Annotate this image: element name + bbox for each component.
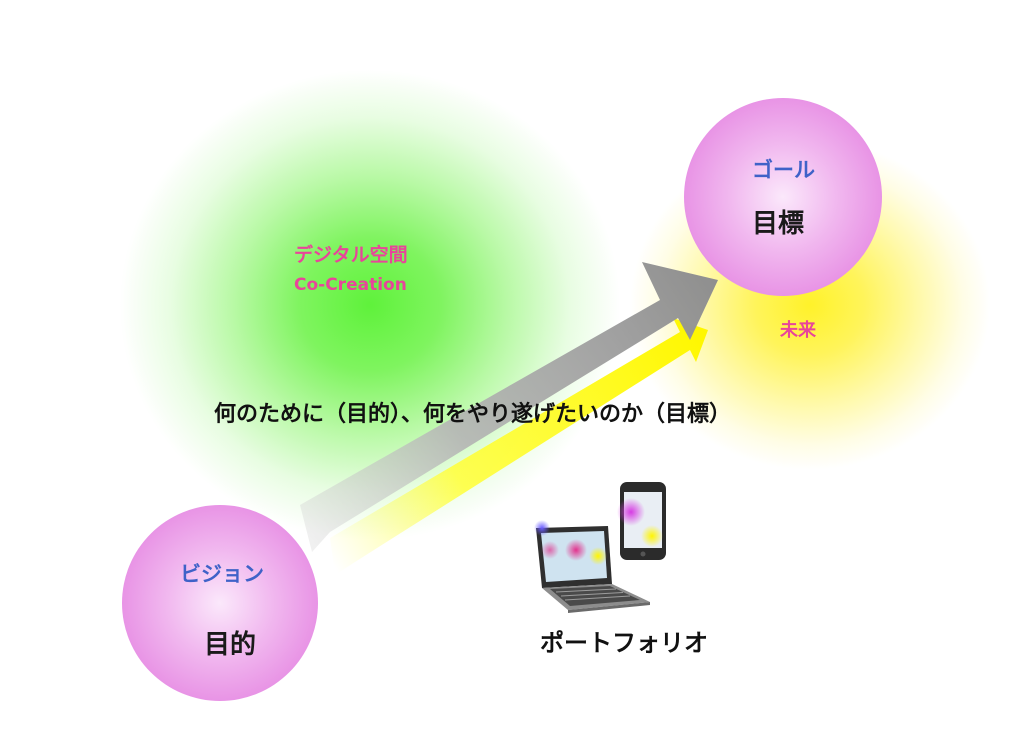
goal-sphere (684, 98, 882, 296)
digital-space-sublabel: Co-Creation (294, 275, 407, 295)
central-caption: 何のために（目的）、何をやり遂げたいのか（目標） (214, 402, 732, 427)
vision-title: ビジョン (180, 562, 264, 586)
goal-subtitle: 目標 (752, 209, 805, 239)
future-label: 未来 (780, 320, 816, 341)
gray-main-arrow (300, 262, 718, 552)
vision-sphere (122, 505, 318, 701)
yellow-shadow-arrow (330, 318, 708, 575)
portfolio-label: ポートフォリオ (540, 629, 708, 657)
laptop-and-smartphone-icon (534, 482, 666, 613)
vision-subtitle: 目的 (204, 630, 257, 660)
digital-space-glow (120, 70, 620, 540)
goal-title: ゴール (752, 158, 815, 182)
digital-space-label: デジタル空間 (294, 244, 408, 266)
